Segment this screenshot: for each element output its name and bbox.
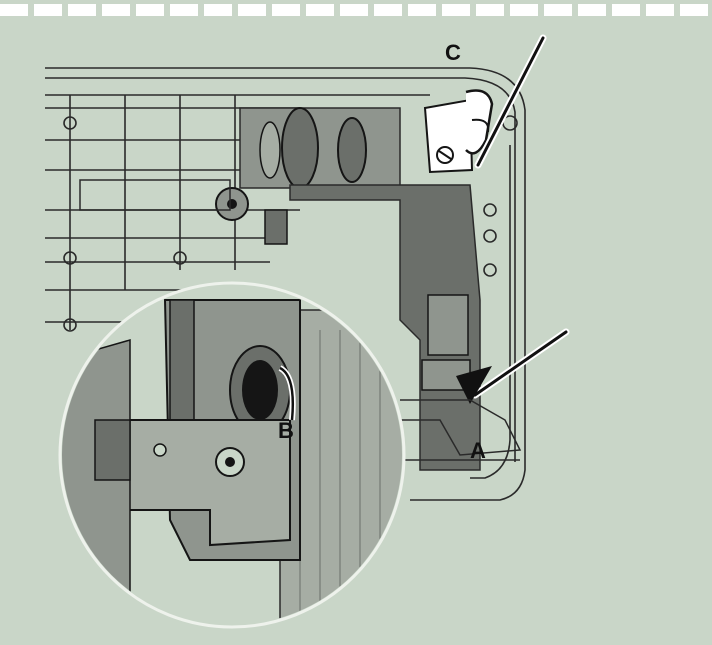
machine-interior-shadow	[289, 184, 481, 471]
magnified-detail-circle	[58, 281, 406, 629]
bobbin-case-bracket	[423, 89, 494, 174]
callout-label-b: B	[278, 418, 294, 443]
top-dashed-border	[0, 0, 712, 22]
callout-label-a: A	[470, 438, 486, 463]
gear-assembly	[79, 107, 401, 245]
probe-a	[456, 328, 570, 404]
bed-plate	[400, 399, 522, 461]
callout-label-c: C	[445, 40, 461, 65]
probe-c	[474, 34, 547, 169]
